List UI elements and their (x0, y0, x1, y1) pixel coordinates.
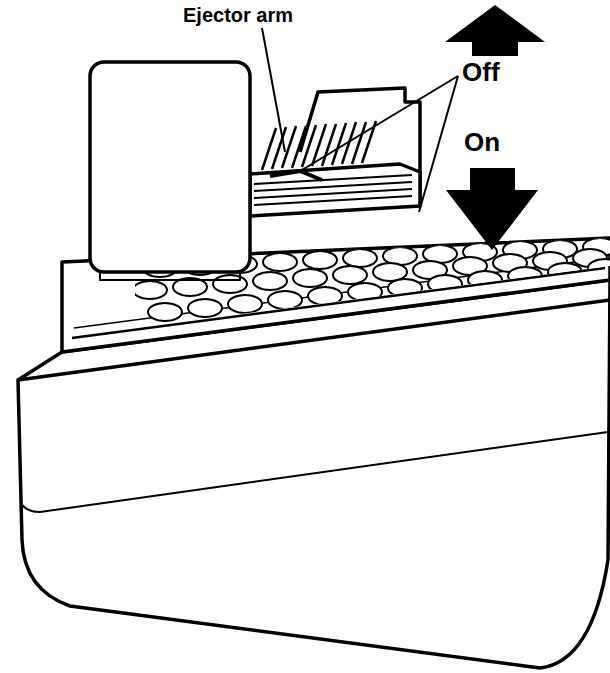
ice-cube (348, 283, 382, 301)
ice-cube (588, 259, 610, 277)
ice-cube (428, 275, 462, 293)
state-label: Off (462, 58, 500, 87)
ice-cube (263, 253, 297, 271)
housing-base (100, 272, 240, 280)
bin-fold (22, 432, 608, 512)
leader-line (262, 28, 285, 152)
ice-cube (548, 263, 582, 281)
ice-cube (188, 299, 222, 317)
ice-cube (148, 303, 182, 321)
up-arrow (445, 5, 545, 56)
ice-cube (213, 275, 247, 293)
ice-cube (508, 267, 542, 285)
ice-cube (293, 269, 327, 287)
ejector-fins (262, 121, 376, 170)
ice-cube (388, 279, 422, 297)
ice-cube (268, 291, 302, 309)
ice-cube (343, 249, 377, 267)
mold-tray (250, 164, 420, 216)
ice-cube (468, 271, 502, 289)
icemaker (90, 62, 420, 280)
ice-cube (333, 266, 367, 284)
ice-bin (18, 238, 610, 668)
ice-cube (303, 251, 337, 269)
ice-cube (228, 295, 262, 313)
ejector-arm (270, 171, 322, 180)
down-arrow (446, 168, 538, 250)
ice-cube (133, 281, 167, 299)
part-label: Ejector arm (183, 4, 293, 26)
ice-cube (253, 272, 287, 290)
leader-lines (262, 28, 458, 212)
control-housing (90, 62, 250, 272)
state-label: On (464, 128, 500, 157)
leader-line (419, 76, 458, 212)
ice-cube (308, 287, 342, 305)
ridge (254, 196, 412, 205)
tray-ridges (254, 175, 412, 205)
